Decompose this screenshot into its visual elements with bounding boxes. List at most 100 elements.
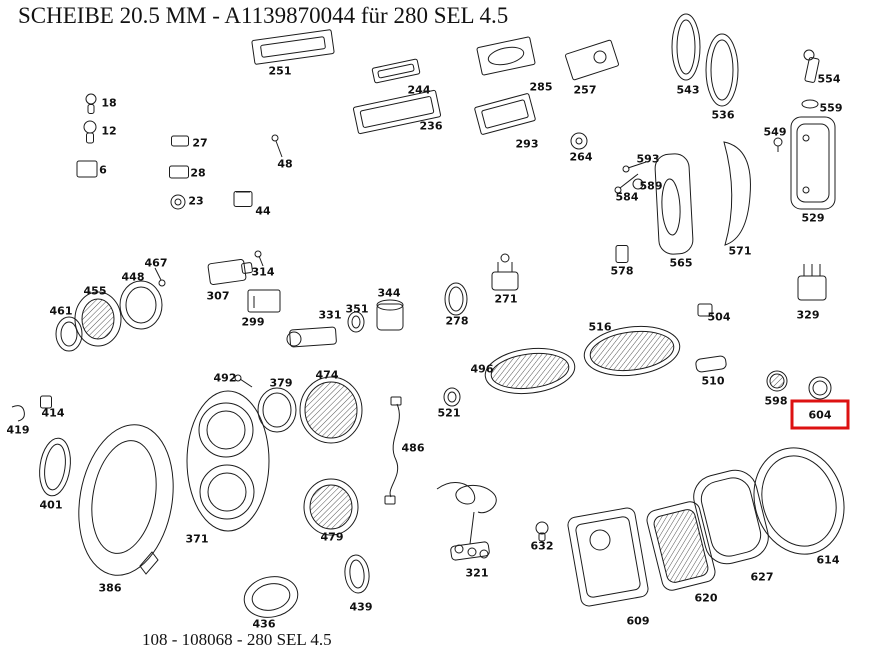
part-604: 604 <box>808 376 832 422</box>
part-label-479[interactable]: 479 <box>321 531 344 544</box>
part-461: 461 <box>50 305 83 352</box>
part-620: 620 <box>646 501 718 605</box>
part-label-419[interactable]: 419 <box>7 424 30 437</box>
part-label-386[interactable]: 386 <box>99 582 122 595</box>
part-559: 559 <box>801 99 843 115</box>
part-386: 386 <box>78 424 174 595</box>
part-label-314[interactable]: 314 <box>252 266 275 279</box>
part-label-543[interactable]: 543 <box>677 84 700 97</box>
part-label-614[interactable]: 614 <box>817 554 840 567</box>
part-label-529[interactable]: 529 <box>802 212 825 225</box>
part-label-264[interactable]: 264 <box>570 151 593 164</box>
part-label-620[interactable]: 620 <box>695 592 718 605</box>
part-18: 18 <box>85 93 117 114</box>
part-474: 474 <box>299 369 363 444</box>
part-257: 257 <box>565 39 619 97</box>
part-label-536[interactable]: 536 <box>712 109 735 122</box>
part-label-6[interactable]: 6 <box>99 164 107 177</box>
part-label-28[interactable]: 28 <box>190 167 205 180</box>
part-label-236[interactable]: 236 <box>420 120 443 133</box>
part-label-510[interactable]: 510 <box>702 375 725 388</box>
part-label-467[interactable]: 467 <box>145 257 168 270</box>
part-label-584[interactable]: 584 <box>616 191 639 204</box>
part-label-379[interactable]: 379 <box>270 377 293 390</box>
part-293: 293 <box>474 93 539 151</box>
part-492: 492 <box>214 372 253 388</box>
part-371: 371 <box>186 390 270 546</box>
part-label-549[interactable]: 549 <box>764 126 787 139</box>
part-589: 589 <box>632 178 663 193</box>
part-28: 28 <box>169 165 206 180</box>
part-label-23[interactable]: 23 <box>188 195 203 208</box>
part-278: 278 <box>444 282 469 328</box>
part-label-578[interactable]: 578 <box>611 265 634 278</box>
part-251: 251 <box>251 29 335 78</box>
part-label-271[interactable]: 271 <box>495 293 518 306</box>
part-label-436[interactable]: 436 <box>253 618 276 631</box>
part-label-627[interactable]: 627 <box>751 571 774 584</box>
part-label-18[interactable]: 18 <box>101 97 116 110</box>
part-label-12[interactable]: 12 <box>101 125 116 138</box>
part-label-486[interactable]: 486 <box>402 442 425 455</box>
part-label-371[interactable]: 371 <box>186 533 209 546</box>
part-593: 593 <box>622 153 660 173</box>
part-label-598[interactable]: 598 <box>765 395 788 408</box>
part-label-589[interactable]: 589 <box>640 180 663 193</box>
part-label-439[interactable]: 439 <box>350 601 373 614</box>
part-521: 521 <box>438 387 461 420</box>
part-label-401[interactable]: 401 <box>40 499 63 512</box>
part-label-351[interactable]: 351 <box>346 303 369 316</box>
part-label-593[interactable]: 593 <box>637 153 660 166</box>
part-label-632[interactable]: 632 <box>531 540 554 553</box>
part-label-257[interactable]: 257 <box>574 84 597 97</box>
part-549: 549 <box>764 126 787 152</box>
part-584: 584 <box>614 173 639 204</box>
part-label-329[interactable]: 329 <box>797 309 820 322</box>
highlight-box-604 <box>790 399 850 430</box>
part-label-44[interactable]: 44 <box>255 205 271 218</box>
part-label-344[interactable]: 344 <box>378 287 401 300</box>
part-label-559[interactable]: 559 <box>820 102 843 115</box>
part-label-27[interactable]: 27 <box>192 137 207 150</box>
part-label-244[interactable]: 244 <box>408 84 431 97</box>
part-label-307[interactable]: 307 <box>207 290 230 303</box>
part-label-321[interactable]: 321 <box>466 567 489 580</box>
footer-caption: 108 - 108068 - 280 SEL 4.5 <box>142 630 332 649</box>
part-401: 401 <box>39 437 71 512</box>
part-565: 565 <box>654 153 694 270</box>
part-627: 627 <box>693 469 774 584</box>
part-467: 467 <box>145 257 168 287</box>
part-label-604[interactable]: 604 <box>809 409 832 422</box>
part-label-455[interactable]: 455 <box>84 285 107 298</box>
part-label-504[interactable]: 504 <box>708 311 731 324</box>
part-614: 614 <box>753 447 845 567</box>
part-label-285[interactable]: 285 <box>530 81 553 94</box>
part-label-571[interactable]: 571 <box>729 245 752 258</box>
part-label-516[interactable]: 516 <box>589 321 612 334</box>
part-label-293[interactable]: 293 <box>516 138 539 151</box>
part-label-474[interactable]: 474 <box>316 369 339 382</box>
part-label-299[interactable]: 299 <box>242 316 265 329</box>
part-label-565[interactable]: 565 <box>670 257 693 270</box>
part-299: 299 <box>242 289 281 329</box>
part-label-278[interactable]: 278 <box>446 315 469 328</box>
part-label-251[interactable]: 251 <box>269 65 292 78</box>
part-486: 486 <box>384 396 425 505</box>
part-455: 455 <box>74 285 122 347</box>
part-label-609[interactable]: 609 <box>627 615 650 628</box>
part-label-414[interactable]: 414 <box>42 407 65 420</box>
part-label-496[interactable]: 496 <box>471 363 494 376</box>
page-title: SCHEIBE 20.5 MM - A1139870044 für 280 SE… <box>18 3 509 28</box>
part-label-331[interactable]: 331 <box>319 309 342 322</box>
part-label-461[interactable]: 461 <box>50 305 73 318</box>
part-label-554[interactable]: 554 <box>818 73 841 86</box>
part-329: 329 <box>797 264 827 322</box>
part-label-521[interactable]: 521 <box>438 407 461 420</box>
part-label-48[interactable]: 48 <box>277 158 292 171</box>
part-510: 510 <box>695 355 727 388</box>
part-598: 598 <box>765 370 788 408</box>
part-label-448[interactable]: 448 <box>122 271 145 284</box>
part-label-492[interactable]: 492 <box>214 372 237 385</box>
